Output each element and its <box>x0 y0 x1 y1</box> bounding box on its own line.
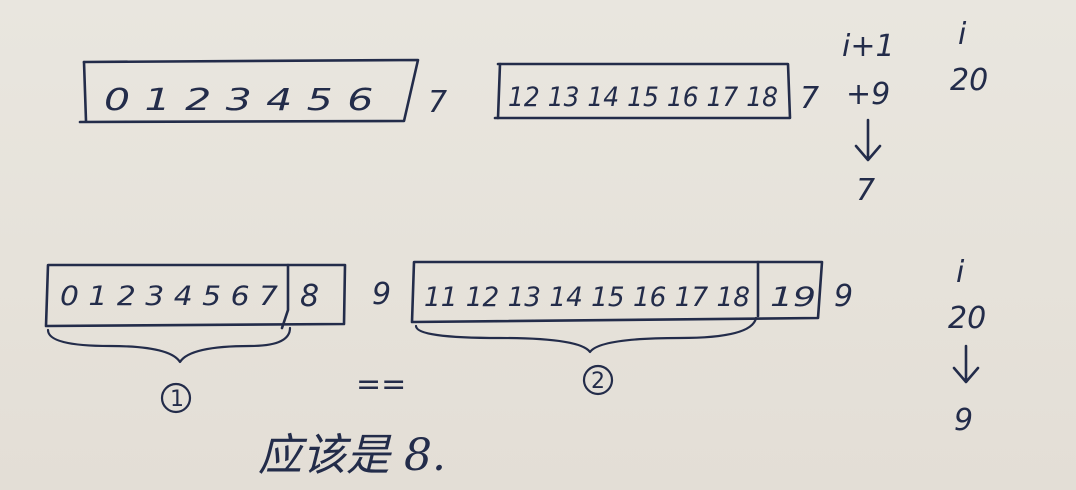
top-side-plus-9: +9 <box>846 77 890 112</box>
bottom-left-last-cell: 8 <box>300 279 319 314</box>
brace-1-icon <box>46 326 292 364</box>
bottom-left-array-divider <box>280 263 290 330</box>
top-left-array-outline <box>78 58 420 124</box>
brace-1-circle-icon <box>160 382 192 414</box>
bottom-side-down-arrow-icon <box>952 344 980 384</box>
brace-2-label: 2 <box>591 369 605 394</box>
bottom-left-array: 0 1 2 3 4 5 6 7 8 <box>44 263 347 330</box>
brace-2-circle-icon <box>582 364 614 396</box>
top-right-array-left-edge <box>496 62 502 120</box>
brace-2-icon <box>414 316 758 354</box>
top-side-down-arrow-icon <box>854 118 882 162</box>
top-right-array-cells: 12 13 14 15 16 17 18 <box>508 82 778 113</box>
bottom-right-array: 11 12 13 14 15 16 17 18 19 <box>410 260 824 324</box>
top-side-i: i <box>958 17 967 52</box>
bottom-side-20: 20 <box>948 301 986 336</box>
top-side-20: 20 <box>950 63 988 98</box>
top-right-array-outline <box>493 62 792 120</box>
bottom-left-outside-value: 9 <box>372 277 391 312</box>
bottom-left-array-outline <box>44 263 347 328</box>
top-left-outside-value: 7 <box>428 85 447 120</box>
top-right-array: 12 13 14 15 16 17 18 <box>493 62 792 120</box>
bottom-right-outside-value: 9 <box>834 279 853 314</box>
bottom-right-array-outline <box>410 260 824 324</box>
bottom-side-i: i <box>956 255 965 290</box>
bottom-side-result: 9 <box>954 403 973 438</box>
conclusion-text: 应该是 8. <box>258 430 446 481</box>
top-side-i-plus-1: i+1 <box>842 29 895 64</box>
brace-1-label: 1 <box>170 387 184 412</box>
top-left-array-left-edge <box>82 60 88 123</box>
bottom-right-array-cells: 11 12 13 14 15 16 17 18 <box>424 282 750 313</box>
bottom-left-array-cells: 0 1 2 3 4 5 6 7 <box>60 281 278 312</box>
top-left-array-cells: 0 1 2 3 4 5 6 <box>104 83 374 118</box>
bottom-right-extra-cell: 19 <box>770 282 816 313</box>
top-left-array: 0 1 2 3 4 5 6 <box>78 58 420 124</box>
top-right-outside-value: 7 <box>800 81 819 116</box>
equals-sign: == <box>356 367 406 402</box>
top-side-result: 7 <box>856 173 875 208</box>
